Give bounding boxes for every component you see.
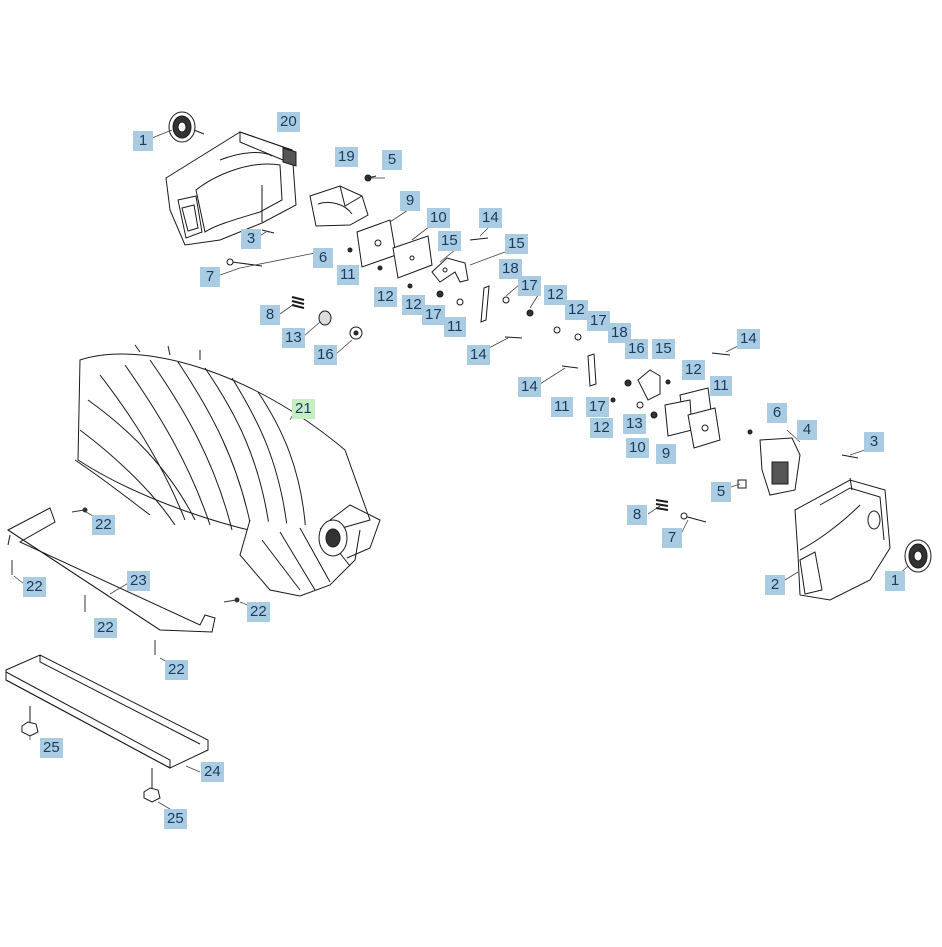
nut-13-left [319, 311, 331, 325]
callout-label[interactable]: 22 [23, 577, 46, 597]
callout-label[interactable]: 22 [165, 660, 188, 680]
callout-label[interactable]: 24 [201, 762, 224, 782]
pins [227, 230, 858, 522]
plate-10 [393, 236, 432, 278]
knobs-25 [22, 706, 160, 802]
callout-label[interactable]: 17 [518, 276, 541, 296]
callout-label[interactable]: 11 [337, 265, 359, 285]
callout-label[interactable]: 12 [374, 287, 397, 307]
callout-label[interactable]: 18 [608, 323, 631, 343]
bracket-4 [760, 438, 800, 495]
callout-label[interactable]: 17 [587, 311, 610, 331]
callout-label[interactable]: 17 [586, 397, 609, 417]
callout-label[interactable]: 5 [382, 150, 402, 170]
callout-label[interactable]: 22 [247, 602, 270, 622]
callout-label[interactable]: 16 [314, 345, 337, 365]
brush-roller [75, 345, 380, 596]
screw-5-right [738, 480, 746, 488]
callout-label[interactable]: 1 [885, 571, 905, 591]
link-18-upper [481, 286, 489, 322]
spring-8-left [292, 297, 304, 308]
callout-label[interactable]: 15 [652, 339, 675, 359]
callout-label[interactable]: 18 [499, 259, 522, 279]
callout-label[interactable]: 4 [797, 420, 817, 440]
callout-label[interactable]: 9 [400, 191, 420, 211]
callout-label[interactable]: 25 [164, 809, 187, 829]
callout-label[interactable]: 11 [551, 397, 573, 417]
callout-label[interactable]: 12 [565, 300, 588, 320]
callout-label[interactable]: 13 [282, 328, 305, 348]
callout-label[interactable]: 11 [710, 376, 732, 396]
bracket-23 [8, 508, 215, 632]
spring-8-right [656, 500, 668, 510]
callout-label[interactable]: 23 [127, 571, 150, 591]
callout-label[interactable]: 17 [422, 305, 445, 325]
nut-16-left [350, 327, 362, 339]
callout-label[interactable]: 20 [277, 112, 300, 132]
callout-label[interactable]: 5 [711, 482, 731, 502]
callout-label[interactable]: 9 [656, 444, 676, 464]
callout-label[interactable]: 15 [438, 231, 461, 251]
callout-label[interactable]: 25 [40, 738, 63, 758]
tray-24 [6, 655, 208, 768]
callout-label[interactable]: 11 [444, 317, 466, 337]
plate-9-right [688, 408, 720, 448]
bracket-15-lower [638, 370, 660, 400]
callout-label[interactable]: 22 [94, 618, 117, 638]
callout-label[interactable]: 7 [662, 528, 682, 548]
callout-label[interactable]: 14 [479, 208, 502, 228]
callout-label[interactable]: 10 [427, 208, 450, 228]
callout-label[interactable]: 8 [260, 305, 280, 325]
callout-label[interactable]: 3 [864, 432, 884, 452]
callout-label[interactable]: 12 [590, 418, 613, 438]
callout-label[interactable]: 13 [623, 414, 646, 434]
callout-label[interactable]: 16 [625, 339, 648, 359]
callout-label[interactable]: 10 [626, 438, 649, 458]
callout-label[interactable]: 12 [402, 295, 425, 315]
bracket-19 [310, 186, 368, 226]
callout-label[interactable]: 2 [765, 575, 785, 595]
screws-22 [12, 508, 239, 655]
link-18-lower [588, 354, 596, 386]
callout-label[interactable]: 1 [133, 131, 153, 151]
callout-label[interactable]: 7 [200, 267, 220, 287]
callout-label[interactable]: 14 [737, 329, 760, 349]
callout-label[interactable]: 6 [313, 248, 333, 268]
plate-9 [357, 220, 396, 267]
plate-10-right [665, 400, 692, 436]
callout-label[interactable]: 22 [92, 515, 115, 535]
bracket-15-upper [432, 258, 468, 282]
right-wheel [905, 540, 931, 572]
callout-label[interactable]: 8 [627, 505, 647, 525]
callout-label[interactable]: 3 [241, 229, 261, 249]
callout-label[interactable]: 12 [682, 360, 705, 380]
callout-label[interactable]: 12 [544, 285, 567, 305]
hardware-upper [348, 175, 752, 434]
callout-label[interactable]: 14 [467, 345, 490, 365]
callout-label[interactable]: 19 [335, 147, 358, 167]
left-wheel [169, 112, 204, 142]
callout-label[interactable]: 14 [518, 377, 541, 397]
left-brush-housing [166, 132, 296, 245]
callout-label-highlighted[interactable]: 21 [292, 399, 315, 419]
callout-label[interactable]: 6 [767, 403, 787, 423]
callout-label[interactable]: 15 [505, 234, 528, 254]
right-brush-housing [795, 478, 890, 600]
